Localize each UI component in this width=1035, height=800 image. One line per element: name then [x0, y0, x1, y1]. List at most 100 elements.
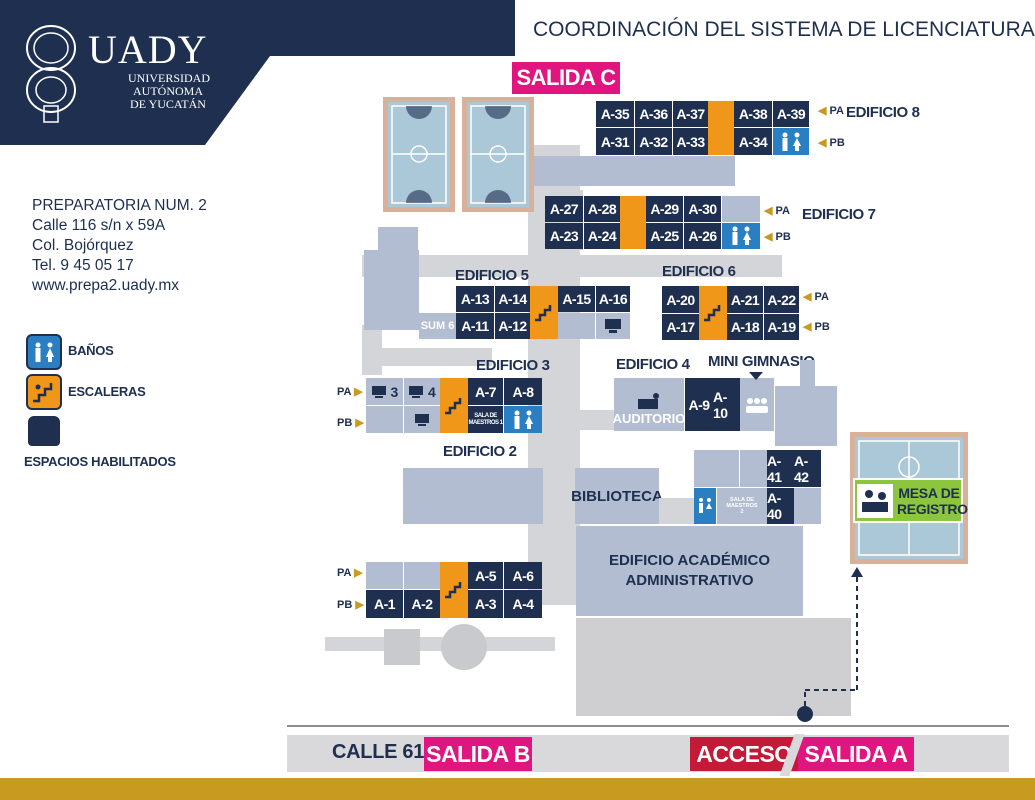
- room-a31: A-31: [596, 128, 634, 155]
- floor-pb-e7: ◀ PB: [764, 231, 791, 243]
- walkway-north: [362, 255, 782, 277]
- floor-pa-e1: PA ▶: [337, 567, 363, 579]
- room-a33: A-33: [673, 128, 708, 155]
- room-a16: A-16: [596, 286, 630, 312]
- walkway-lib: [659, 498, 694, 524]
- restroom-legend-icon: [26, 334, 62, 370]
- room-a25: A-25: [646, 223, 683, 249]
- room-a5: A-5: [468, 562, 503, 589]
- floor-pb-e1: PB ▶: [337, 599, 364, 611]
- room-a30: A-30: [684, 196, 721, 222]
- e5-wing2: [364, 250, 419, 330]
- e1-space2: [404, 562, 440, 589]
- room-a23: A-23: [545, 223, 583, 249]
- stairs-legend-icon: [26, 374, 62, 410]
- court-1: [383, 97, 455, 212]
- room-a9: A-9: [685, 378, 713, 431]
- restroom-e7-icon: [722, 223, 760, 249]
- room-a1: A-1: [366, 590, 403, 618]
- room-a7: A-7: [468, 378, 503, 405]
- biblioteca: BIBLIOTECA: [571, 468, 663, 524]
- stairs-e3: [440, 378, 468, 433]
- floor-pb-e8: ◀ PB: [818, 137, 845, 149]
- room-a22: A-22: [764, 286, 799, 313]
- room-a4: A-4: [504, 590, 542, 618]
- room-a10: A-10: [713, 378, 740, 431]
- room-a38: A-38: [734, 101, 772, 127]
- room-a29: A-29: [646, 196, 683, 222]
- floor-pa-e8: ◀ PA: [818, 105, 844, 117]
- room-a18: A-18: [727, 314, 763, 340]
- salida-b-label: SALIDA B: [424, 737, 532, 771]
- edificio-4-label: EDIFICIO 4: [616, 356, 690, 373]
- edificio-6-label: EDIFICIO 6: [662, 263, 736, 280]
- room-a24: A-24: [584, 223, 620, 249]
- sum-6: SUM 6: [419, 313, 456, 339]
- legend-escaleras: ESCALERAS: [68, 384, 146, 399]
- restroom-e8-icon: [773, 128, 809, 155]
- acceso-label: ACCESO: [690, 737, 798, 771]
- stairs-e8: [708, 101, 734, 155]
- room-a41: A-41: [767, 450, 794, 487]
- e3-space: [366, 406, 403, 433]
- gym-tower: [800, 360, 815, 390]
- room-a15: A-15: [558, 286, 595, 312]
- e9-space3: [794, 488, 821, 524]
- room-a37: A-37: [673, 101, 708, 127]
- room-a17: A-17: [662, 314, 699, 340]
- restroom-e3-icon: [504, 406, 542, 433]
- room-a39: A-39: [773, 101, 809, 127]
- registration-route: [797, 567, 863, 722]
- room-a6: A-6: [504, 562, 542, 589]
- stairs-e5: [530, 286, 558, 339]
- stairs-e6: [699, 286, 727, 340]
- room-a3: A-3: [468, 590, 503, 618]
- e9-space2: [740, 450, 767, 487]
- room-a26: A-26: [684, 223, 721, 249]
- room-a27: A-27: [545, 196, 583, 222]
- room-a11: A-11: [456, 313, 494, 339]
- e1-space1: [366, 562, 403, 589]
- corridor-e8: [530, 156, 735, 186]
- room-a14: A-14: [495, 286, 530, 312]
- room-a12: A-12: [495, 313, 530, 339]
- floor-pa-e6: ◀ PA: [803, 291, 829, 303]
- edificio-8-label: EDIFICIO 8: [846, 104, 920, 121]
- auditorio: AUDITORIO: [613, 378, 685, 431]
- mini-gimnasio-label: MINI GIMNASIO: [708, 353, 815, 370]
- habilitados-legend-swatch: [28, 416, 60, 446]
- walkway-west2: [362, 348, 492, 366]
- room-a28: A-28: [584, 196, 620, 222]
- gym-entrance-arrow: [749, 372, 763, 380]
- room-a42: A-42: [794, 450, 821, 487]
- floor-pa-e7: ◀ PA: [764, 205, 790, 217]
- gym-building: [775, 386, 837, 446]
- salida-a-label: SALIDA A: [798, 737, 914, 771]
- footer-bar: [0, 778, 1035, 800]
- room-a40: A-40: [767, 488, 794, 524]
- edificio-2: [403, 468, 543, 524]
- room-a36: A-36: [635, 101, 672, 127]
- page-title: COORDINACIÓN DEL SISTEMA DE LICENCIATURA: [533, 18, 1035, 41]
- room-a8: A-8: [504, 378, 542, 405]
- room-a13: A-13: [456, 286, 494, 312]
- stairs-e1: [440, 562, 468, 618]
- restroom-e9-icon: [694, 488, 716, 524]
- kiosk-circle: [441, 624, 487, 670]
- room-a2: A-2: [404, 590, 440, 618]
- lab-3: 3: [366, 378, 403, 405]
- gym-icon: [740, 378, 774, 431]
- room-a32: A-32: [635, 128, 672, 155]
- stairs-e7: [620, 196, 646, 249]
- kiosk-square: [384, 629, 420, 665]
- walkway-south: [325, 637, 555, 651]
- floor-pb-e6: ◀ PB: [803, 321, 830, 333]
- lab-4: 4: [404, 378, 440, 405]
- legend-espacios: ESPACIOS HABILITADOS: [24, 454, 176, 469]
- floor-pa-e3: PA ▶: [337, 386, 363, 398]
- room-a34: A-34: [734, 128, 772, 155]
- calle-61-label: CALLE 61: [332, 741, 425, 763]
- registration-desk-icon: [857, 484, 893, 518]
